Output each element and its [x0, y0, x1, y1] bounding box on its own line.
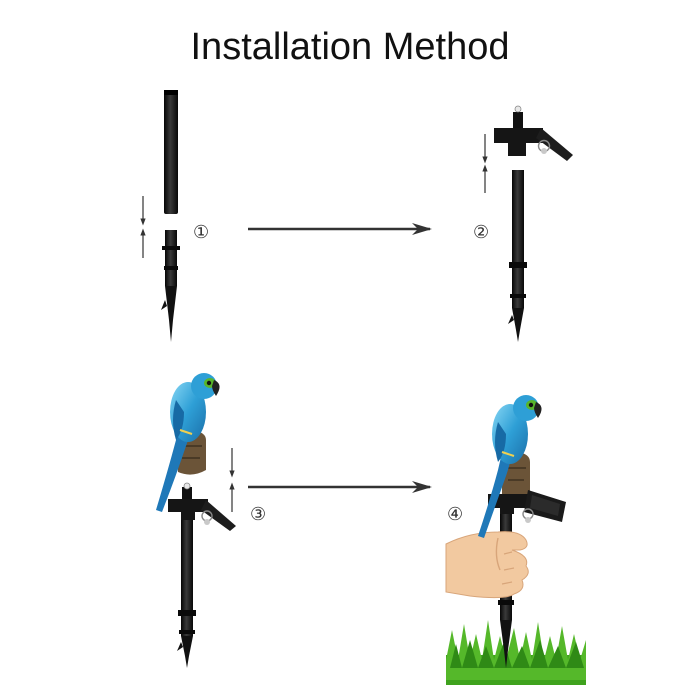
step-4-installed: ④: [445, 395, 586, 685]
stake-pole: [512, 170, 524, 270]
hand-icon: [445, 531, 529, 599]
step-4-number: ④: [447, 504, 463, 525]
step-3-parrot-assembly: ③: [156, 373, 266, 668]
solar-lamp-icon: [488, 490, 566, 523]
step-2-lamp-assembly: ②: [473, 105, 573, 342]
step-1-number: ①: [193, 222, 209, 243]
step-3-number: ③: [250, 504, 266, 525]
solar-lamp-icon: [168, 482, 236, 531]
stake-pole: [181, 520, 193, 618]
parrot-statue-icon: [478, 395, 542, 538]
grass-icon: [446, 620, 586, 685]
step-2-number: ②: [473, 222, 489, 243]
solar-lamp-icon: [494, 105, 573, 161]
step-1-stake: ①: [140, 90, 209, 342]
stake-upper-tube: [164, 90, 178, 214]
page-title: Installation Method: [190, 26, 510, 68]
parrot-statue-icon: [156, 373, 220, 512]
stake-icon: [161, 230, 180, 342]
